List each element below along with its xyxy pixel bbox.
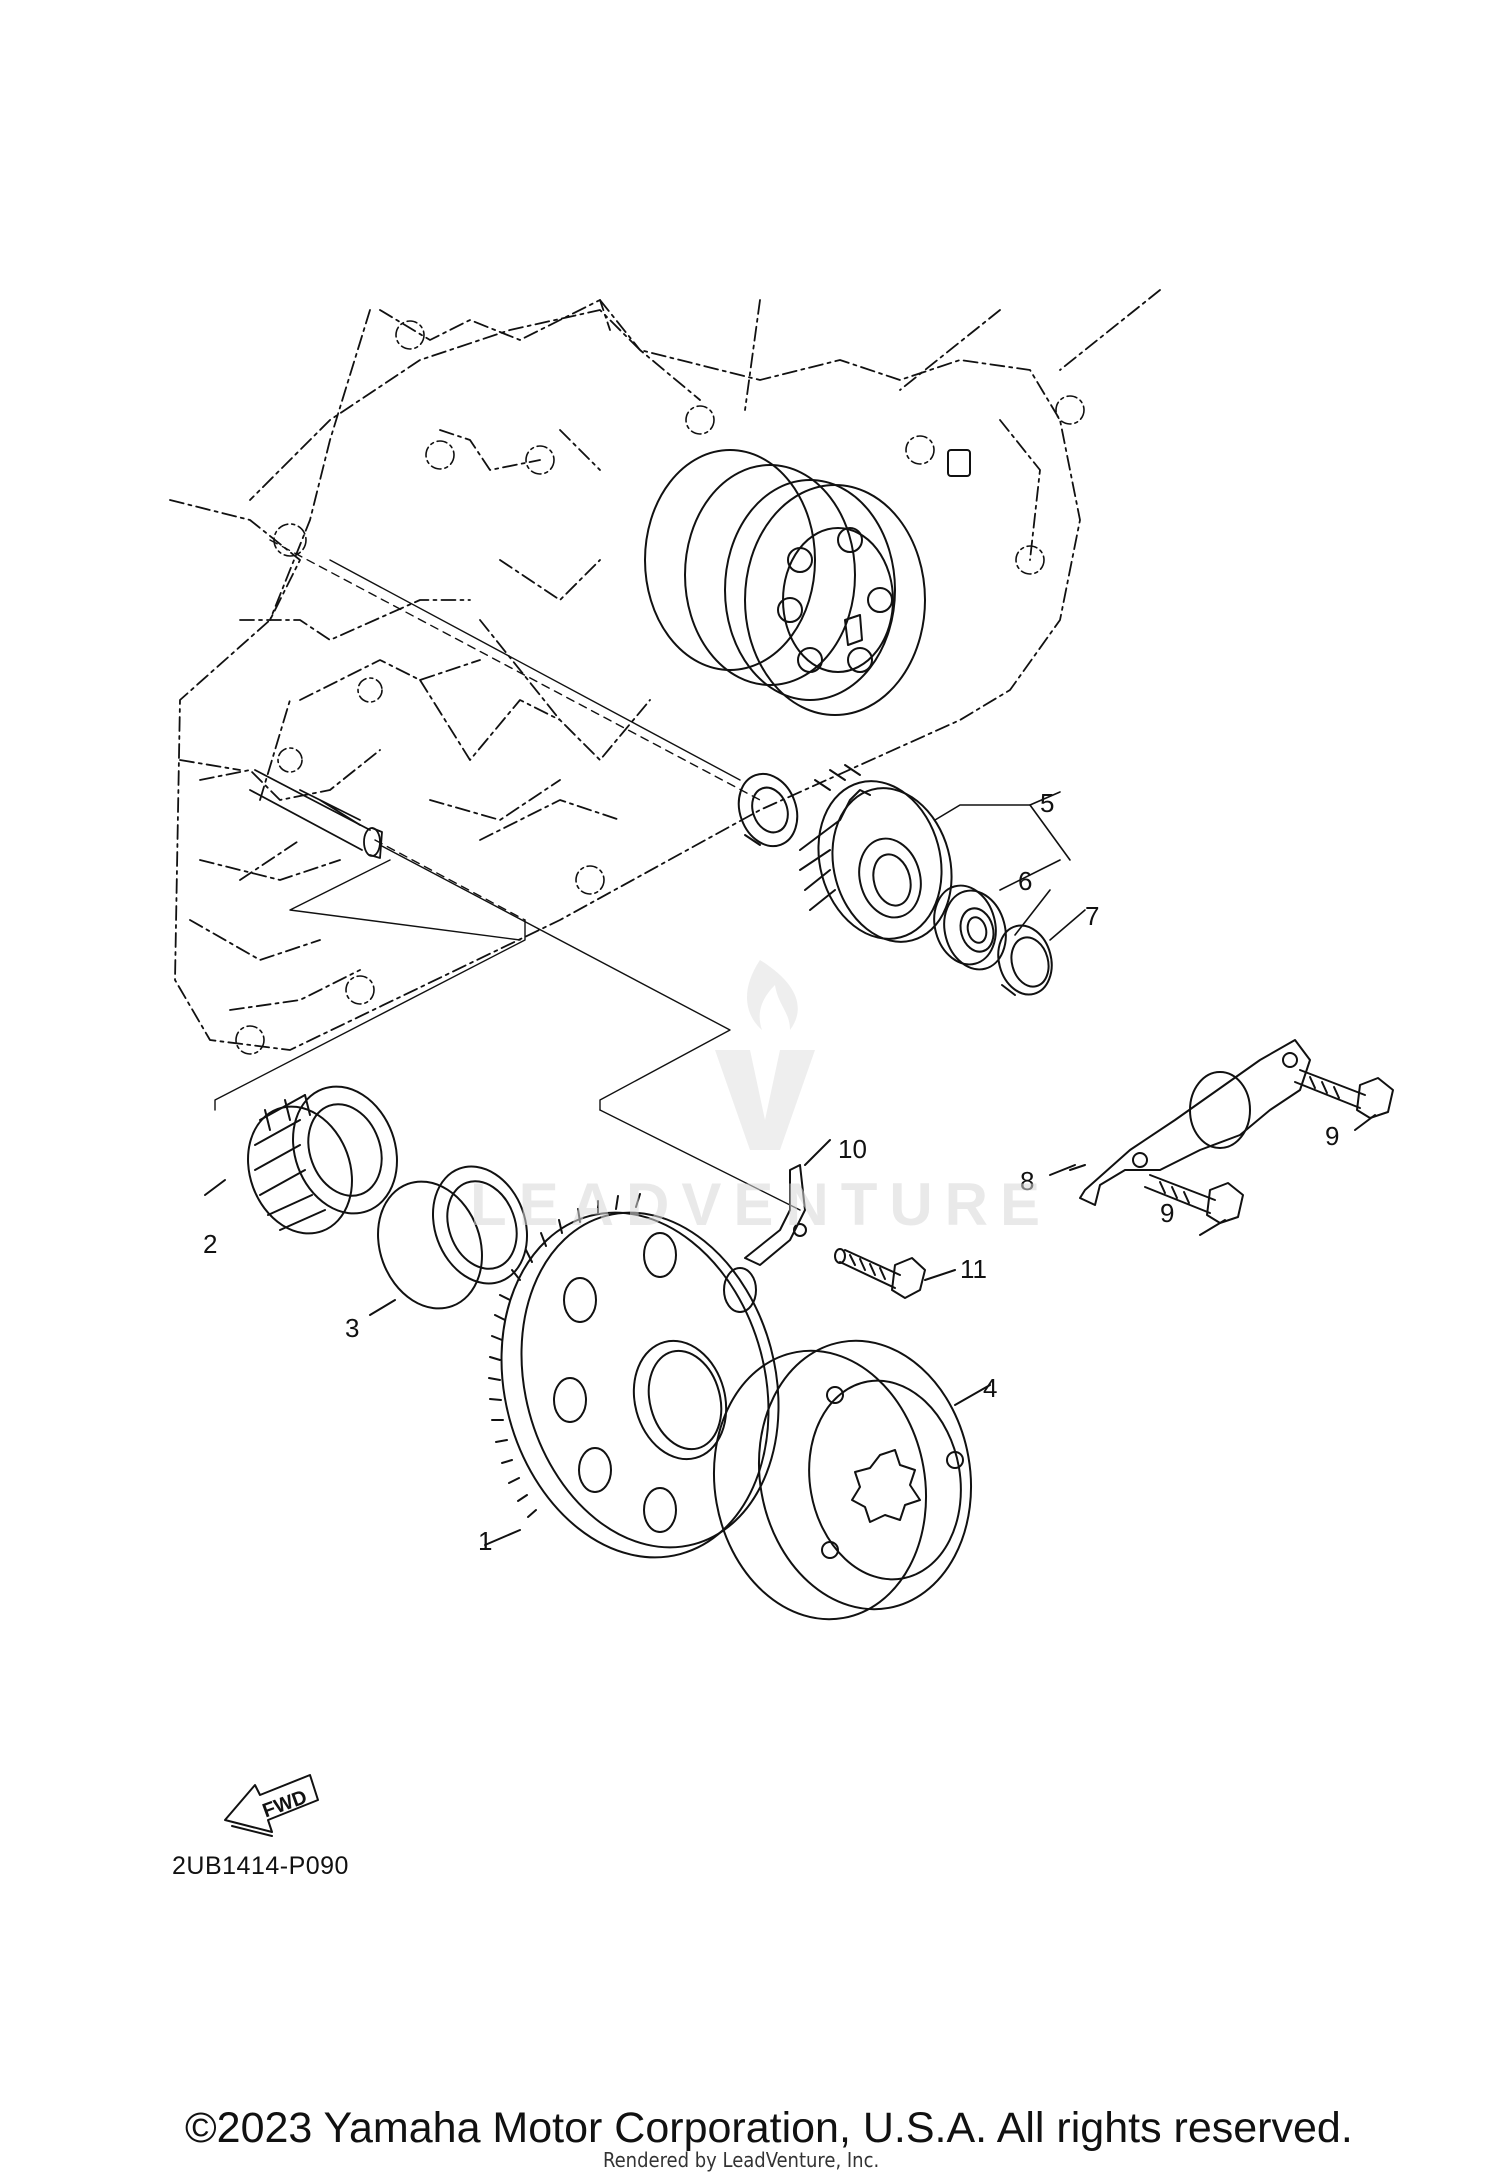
- callout-4: 4: [983, 1373, 997, 1403]
- callout-6: 6: [1018, 866, 1032, 896]
- callout-5: 5: [1040, 788, 1054, 818]
- plate-8: [1049, 1039, 1311, 1206]
- engine-case-outline: [169, 289, 1161, 1051]
- callout-3: 3: [345, 1313, 359, 1343]
- callout-9-upper: 9: [1325, 1121, 1339, 1151]
- needle-bearing-2: [204, 1085, 398, 1235]
- starter-wheel-gear: [484, 1193, 780, 1559]
- assembly-lines-solid: [214, 559, 801, 1211]
- case-bosses: [235, 320, 1085, 1055]
- diagram-code: 2UB1414-P090: [172, 1852, 349, 1880]
- drive-shaft: [249, 769, 383, 859]
- callout-10: 10: [838, 1134, 867, 1164]
- callout-2: 2: [203, 1229, 217, 1259]
- collar-3: [369, 1165, 529, 1316]
- clutch-drum: [644, 449, 971, 716]
- primary-drive-gear: [799, 764, 953, 943]
- watermark-logo-icon: [715, 960, 815, 1150]
- oil-seal-upper: [737, 772, 799, 848]
- watermark-text: LEADVENTURE: [470, 1171, 1053, 1238]
- fwd-arrow-icon: [224, 1774, 319, 1837]
- callout-11: 11: [960, 1254, 987, 1284]
- copyright-text: ©2023 Yamaha Motor Corporation, U.S.A. A…: [185, 2104, 1353, 2152]
- callout-labels: 1 2 3 4 5 6 7 8 9 9 10 11 FWD: [203, 788, 1339, 1822]
- callout-5-lines: [934, 791, 1086, 941]
- callout-9-lower: 9: [1160, 1198, 1174, 1228]
- callout-7: 7: [1085, 901, 1099, 931]
- seal-7: [997, 924, 1053, 996]
- callout-1: 1: [478, 1526, 492, 1556]
- bolt-9-lower: [1144, 1174, 1244, 1236]
- assembly-lines: [269, 539, 761, 921]
- callout-8: 8: [1020, 1166, 1034, 1196]
- bolt-11: [834, 1248, 956, 1299]
- bracket-10: [744, 1139, 831, 1266]
- rendered-by-text: Rendered by LeadVenture, Inc.: [603, 2148, 880, 2172]
- bolt-9-upper: [1294, 1069, 1394, 1131]
- starter-clutch: [712, 1339, 991, 1621]
- bearing-6: [933, 884, 1007, 971]
